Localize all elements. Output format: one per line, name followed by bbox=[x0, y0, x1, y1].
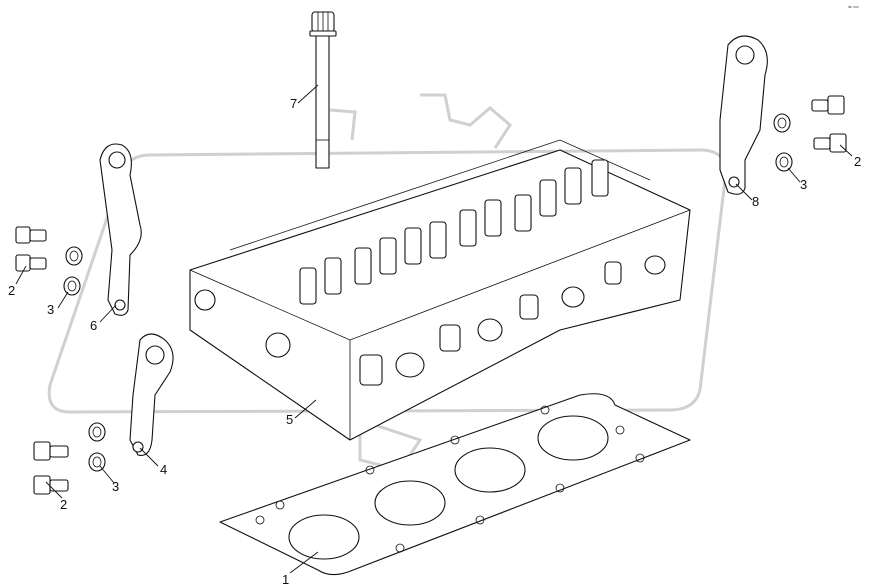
cylinder-head bbox=[189, 139, 691, 441]
bolts-right bbox=[811, 95, 847, 153]
callout-bolt-lower: 2 bbox=[60, 497, 67, 512]
callout-cylinder-head: 5 bbox=[286, 412, 293, 427]
callout-washer-lower: 3 bbox=[112, 479, 119, 494]
corner-mark: ᵈᵉ ᵒᵒᵒ bbox=[848, 5, 859, 11]
callout-head-bolt: 7 bbox=[290, 96, 297, 111]
lifting-bracket-left bbox=[99, 143, 142, 316]
lifting-bracket-right bbox=[719, 35, 768, 195]
callout-washer-left: 3 bbox=[47, 302, 54, 317]
callout-washer-right: 3 bbox=[800, 177, 807, 192]
callout-bolt-right: 2 bbox=[854, 154, 861, 169]
valve-springs bbox=[299, 159, 609, 305]
callout-bracket-left: 6 bbox=[90, 318, 97, 333]
washers-right bbox=[773, 113, 793, 172]
callout-labels: 7 2 3 6 5 4 3 2 1 8 3 2 ᵈᵉ ᵒᵒᵒ bbox=[8, 5, 861, 587]
bolts-lower bbox=[33, 441, 69, 495]
callout-bracket-lower: 4 bbox=[160, 462, 167, 477]
callout-bracket-right: 8 bbox=[752, 194, 759, 209]
washers-lower bbox=[88, 422, 106, 472]
bolts-left-upper bbox=[15, 226, 47, 272]
lifting-bracket-lower bbox=[129, 333, 174, 456]
head-bolt bbox=[309, 11, 337, 169]
callout-gasket: 1 bbox=[282, 572, 289, 587]
head-gasket bbox=[219, 393, 691, 576]
leader-lines bbox=[15, 84, 853, 574]
washers-left bbox=[63, 246, 83, 296]
callout-bolt-left-upper: 2 bbox=[8, 283, 15, 298]
